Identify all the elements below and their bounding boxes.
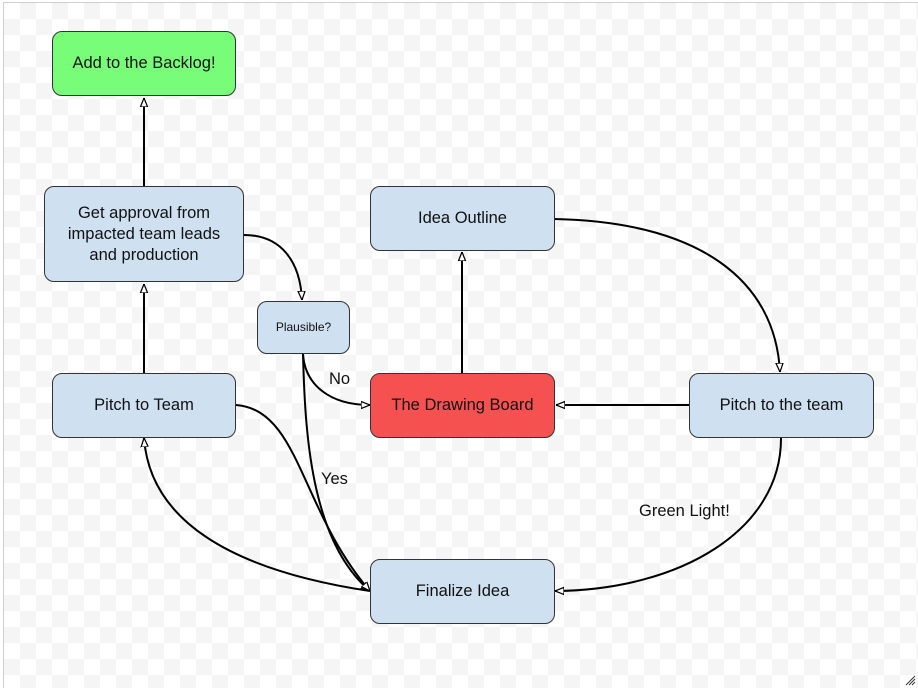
node-get-approval[interactable]: Get approval from impacted team leads an…	[44, 186, 244, 282]
edge-idea-outline-to-pitch-the-team[interactable]	[553, 218, 780, 372]
edge-label-no: No	[329, 370, 351, 388]
edge-plausible-to-finalize[interactable]	[302, 353, 370, 591]
node-label: The Drawing Board	[391, 396, 534, 414]
edge-pitch-the-team-to-finalize[interactable]	[555, 436, 783, 591]
node-plausible[interactable]: Plausible?	[257, 301, 350, 354]
node-finalize-idea[interactable]: Finalize Idea	[370, 559, 555, 624]
edge-approval-to-plausible[interactable]	[243, 234, 302, 300]
node-label: Plausible?	[275, 320, 332, 334]
node-idea-outline[interactable]: Idea Outline	[370, 186, 555, 251]
edge-pitch-team-to-finalize[interactable]	[235, 404, 370, 591]
node-label: Finalize Idea	[415, 582, 510, 600]
node-label: Pitch to the team	[719, 396, 844, 414]
edge-label-green-light: Green Light!	[639, 502, 730, 520]
node-pitch-to-team[interactable]: Pitch to Team	[52, 373, 236, 438]
node-label: Get approval from impacted team leads an…	[67, 203, 221, 264]
edge-finalize-to-pitch-team[interactable]	[144, 438, 371, 592]
node-label: Pitch to Team	[94, 396, 194, 414]
resize-grip-icon[interactable]	[904, 674, 916, 686]
node-label: Add to the Backlog!	[72, 54, 216, 72]
node-label: Idea Outline	[418, 209, 507, 227]
edge-label-yes: Yes	[321, 470, 348, 488]
node-drawing-board[interactable]: The Drawing Board	[370, 373, 555, 438]
node-add-to-backlog[interactable]: Add to the Backlog!	[52, 31, 236, 96]
node-pitch-to-the-team[interactable]: Pitch to the team	[689, 373, 874, 438]
edge-plausible-to-drawing-board[interactable]	[302, 353, 370, 405]
